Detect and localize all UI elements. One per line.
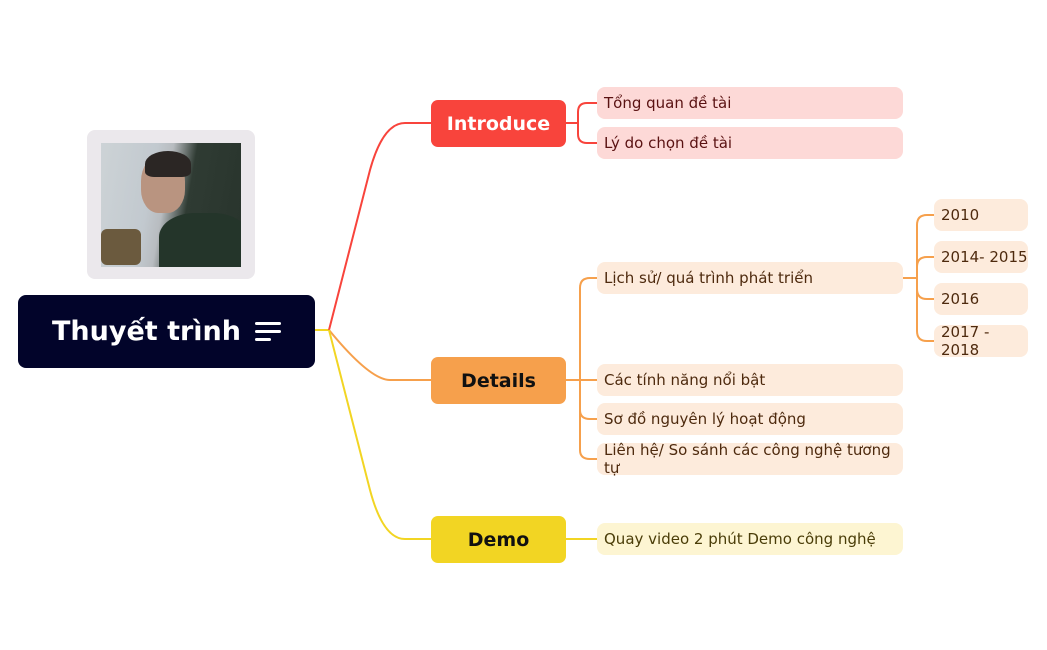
subtopic-tong-quan[interactable]: Tổng quan đề tài <box>597 87 903 119</box>
subtopic-label: Quay video 2 phút Demo công nghệ <box>604 530 876 548</box>
subtopic-label: Lý do chọn đề tài <box>604 134 733 152</box>
year-label: 2010 <box>941 206 980 224</box>
subtopic-lien-he[interactable]: Liên hệ/ So sánh các công nghệ tương tự <box>597 441 903 477</box>
subtopic-label: Sơ đồ nguyên lý hoạt động <box>604 410 806 428</box>
subtopic-label: Lịch sử/ quá trình phát triển <box>604 269 813 287</box>
year-2017-2018[interactable]: 2017 - 2018 <box>934 323 1028 359</box>
topic-label: Introduce <box>446 112 551 135</box>
topic-label: Demo <box>467 528 530 551</box>
root-topic[interactable]: Thuyết trình <box>18 295 315 368</box>
root-topic-label: Thuyết trình <box>52 316 241 347</box>
subtopic-label: Liên hệ/ So sánh các công nghệ tương tự <box>604 441 891 477</box>
year-label: 2017 - 2018 <box>941 323 990 359</box>
topic-introduce[interactable]: Introduce <box>431 100 566 147</box>
year-label: 2014- 2015 <box>941 248 1028 266</box>
subtopic-ly-do[interactable]: Lý do chọn đề tài <box>597 127 903 159</box>
year-2014-2015[interactable]: 2014- 2015 <box>934 241 1028 273</box>
topic-demo[interactable]: Demo <box>431 516 566 563</box>
year-label: 2016 <box>941 290 980 308</box>
subtopic-tinh-nang[interactable]: Các tính năng nổi bật <box>597 364 903 396</box>
year-2010[interactable]: 2010 <box>934 199 1028 231</box>
subtopic-label: Các tính năng nổi bật <box>604 371 766 389</box>
notes-menu-icon[interactable] <box>255 322 281 341</box>
root-photo <box>101 143 241 267</box>
root-image-frame[interactable] <box>87 130 255 279</box>
subtopic-so-do[interactable]: Sơ đồ nguyên lý hoạt động <box>597 403 903 435</box>
year-2016[interactable]: 2016 <box>934 283 1028 315</box>
subtopic-quay-video[interactable]: Quay video 2 phút Demo công nghệ <box>597 523 903 555</box>
topic-label: Details <box>461 369 536 392</box>
subtopic-lich-su[interactable]: Lịch sử/ quá trình phát triển <box>597 262 903 294</box>
subtopic-label: Tổng quan đề tài <box>604 94 732 112</box>
topic-details[interactable]: Details <box>431 357 566 404</box>
